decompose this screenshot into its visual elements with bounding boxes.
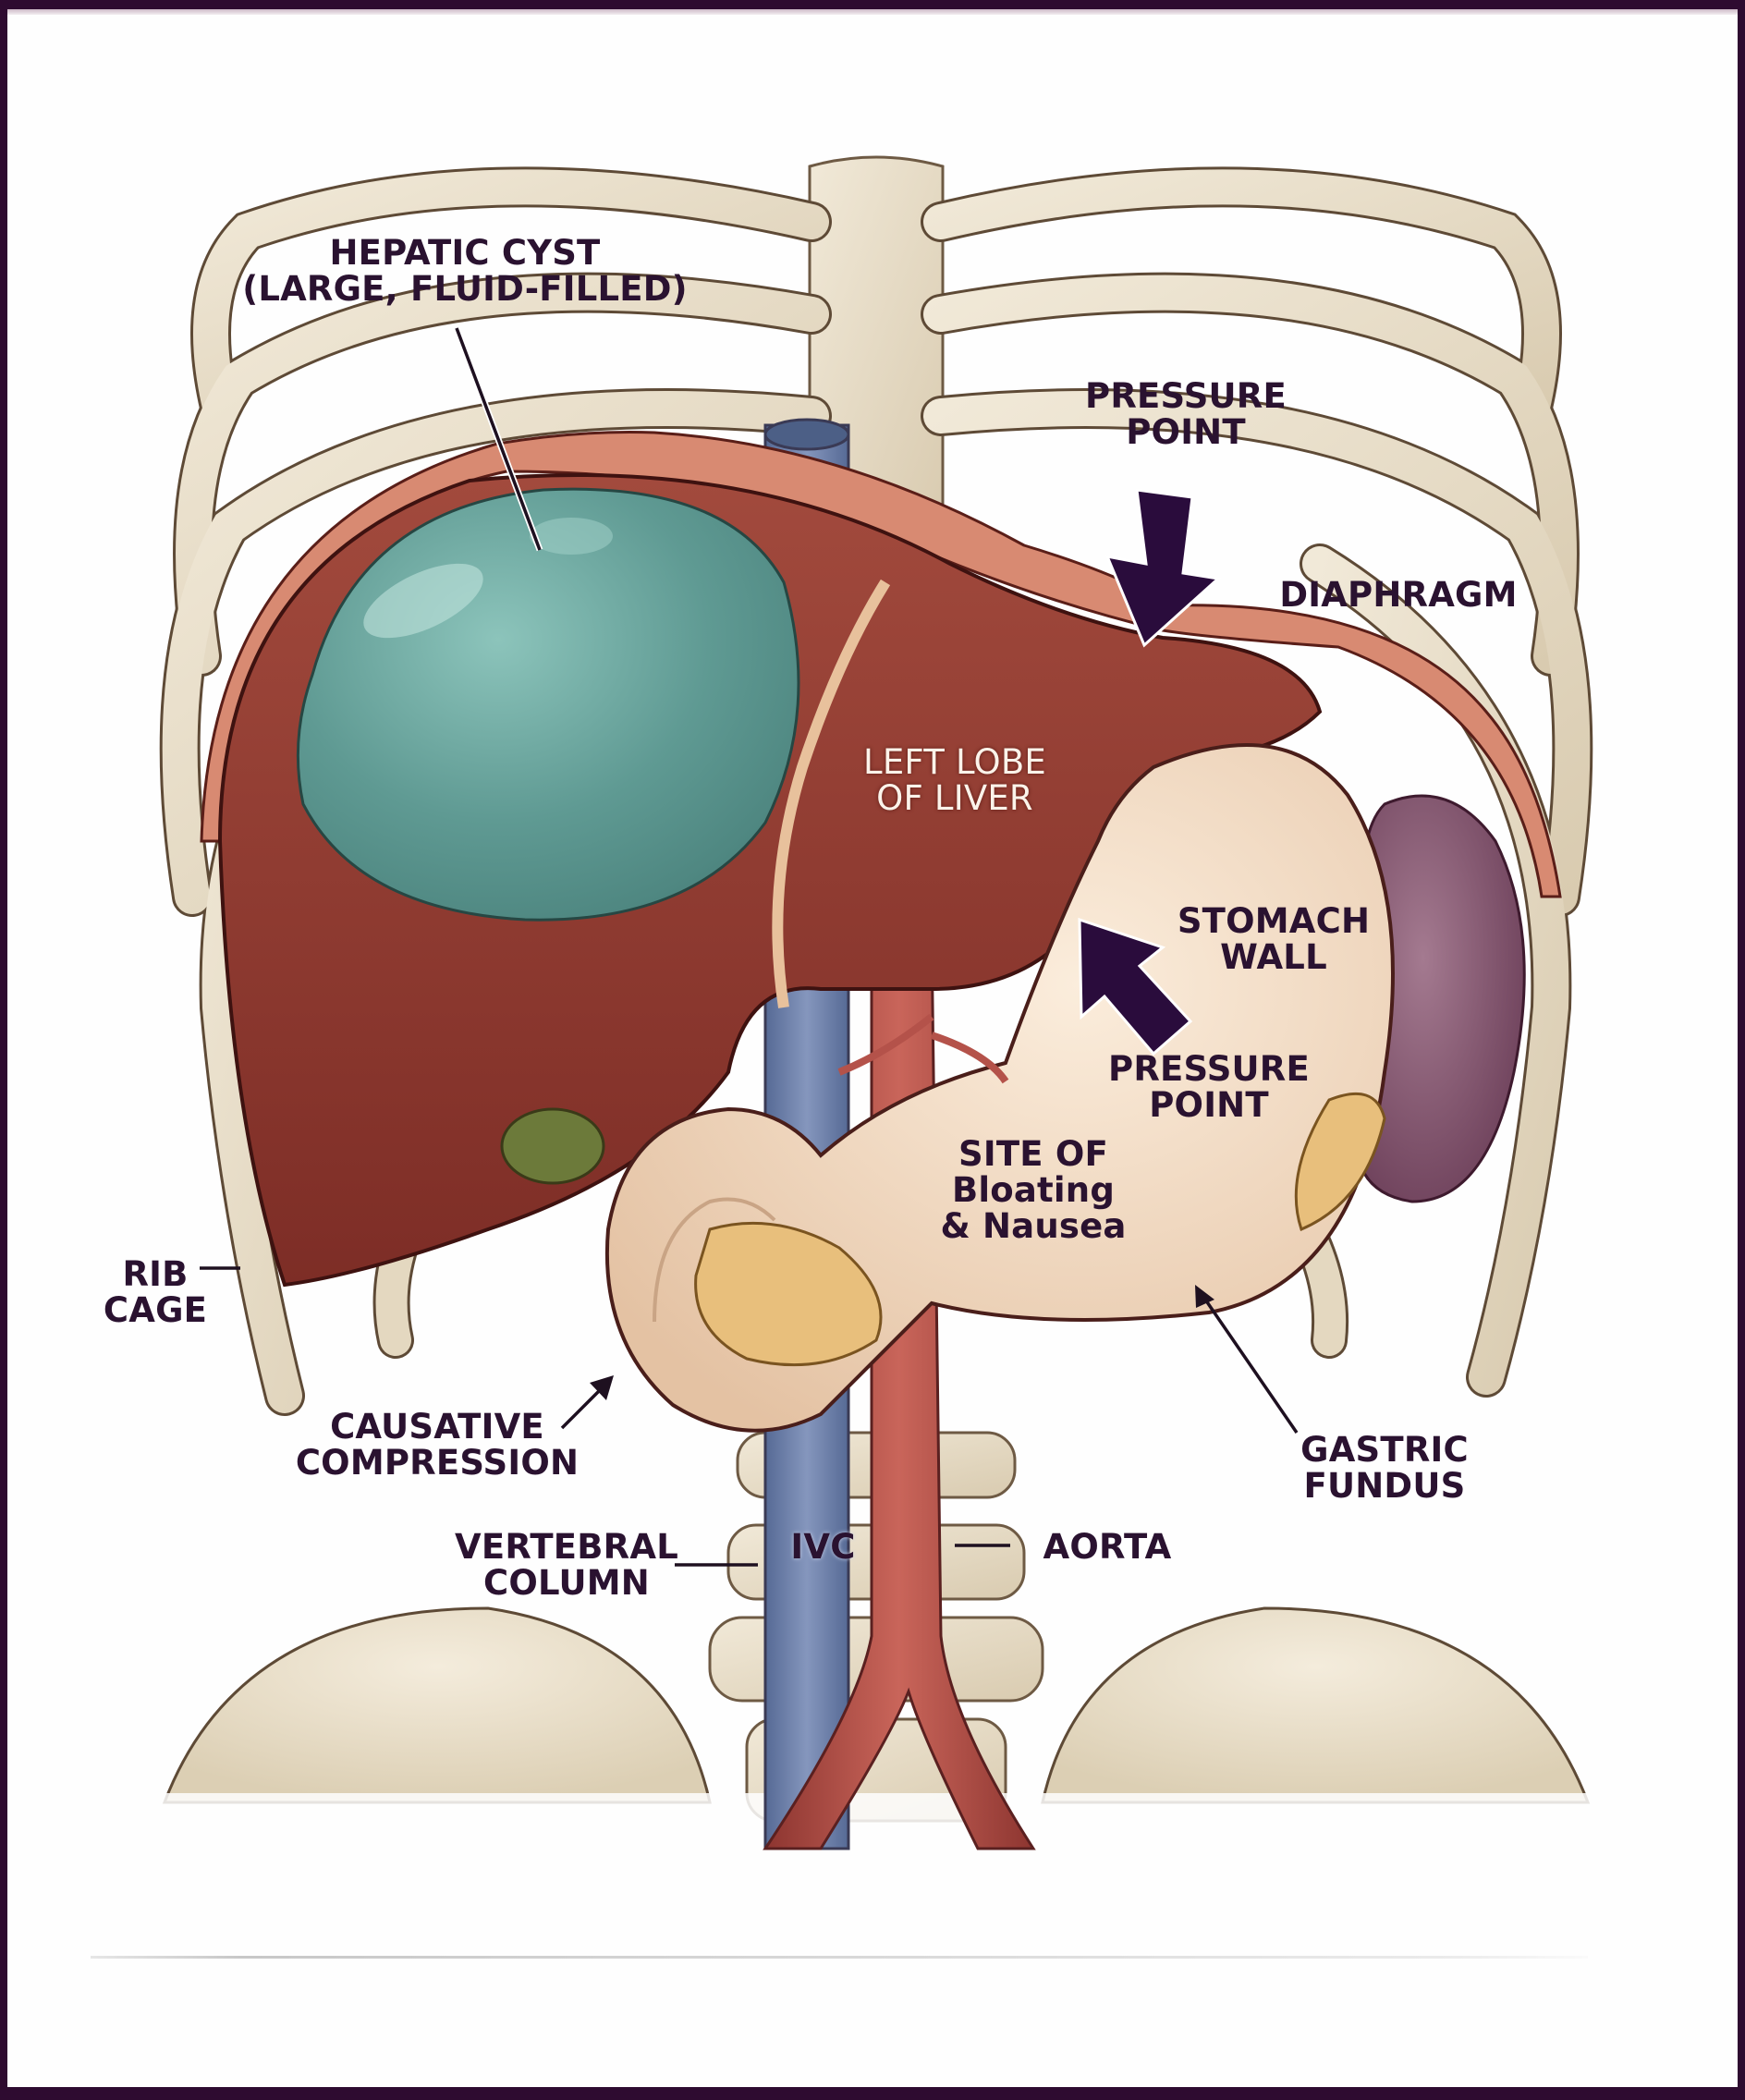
- pancreas: [694, 1221, 883, 1367]
- bottom-divider: [91, 1956, 1588, 1959]
- figure-frame: HEPATIC CYST (LARGE, FLUID-FILLED) PRESS…: [7, 9, 1738, 2087]
- label-diaphragm: DIAPHRAGM: [1279, 575, 1518, 615]
- hepatic-cyst: [296, 487, 800, 922]
- anatomy-illustration: [7, 155, 1738, 1923]
- label-ivc: IVC: [790, 1527, 856, 1567]
- label-rib-cage: RIB CAGE: [103, 1254, 208, 1330]
- label-site-of-bloating: SITE OF Bloating & Nausea: [940, 1134, 1127, 1246]
- rib-cage: [159, 166, 1593, 1416]
- label-hepatic-cyst: HEPATIC CYST (LARGE, FLUID-FILLED): [242, 233, 688, 309]
- label-left-lobe: LEFT LOBE OF LIVER: [863, 742, 1046, 818]
- gallbladder: [500, 1107, 605, 1185]
- label-stomach-wall: STOMACH WALL: [1177, 901, 1371, 977]
- pressure-arrow-up-left-icon: [1078, 917, 1193, 1056]
- pressure-arrow-down-icon: [1104, 488, 1222, 648]
- leader-lines: [200, 326, 1299, 1567]
- aorta-vessel: [763, 932, 1036, 1850]
- label-pressure-point-top: PRESSURE POINT: [1085, 376, 1287, 452]
- label-aorta: AORTA: [1043, 1527, 1172, 1567]
- pelvis: [162, 1606, 1591, 1804]
- label-gastric-fundus: GASTRIC FUNDUS: [1300, 1430, 1469, 1506]
- label-vertebral-column: VERTEBRAL COLUMN: [455, 1527, 678, 1603]
- label-pressure-point-mid: PRESSURE POINT: [1108, 1049, 1310, 1125]
- label-causative-compression: CAUSATIVE COMPRESSION: [295, 1407, 580, 1483]
- leader-arrowheads: [590, 1285, 1214, 1400]
